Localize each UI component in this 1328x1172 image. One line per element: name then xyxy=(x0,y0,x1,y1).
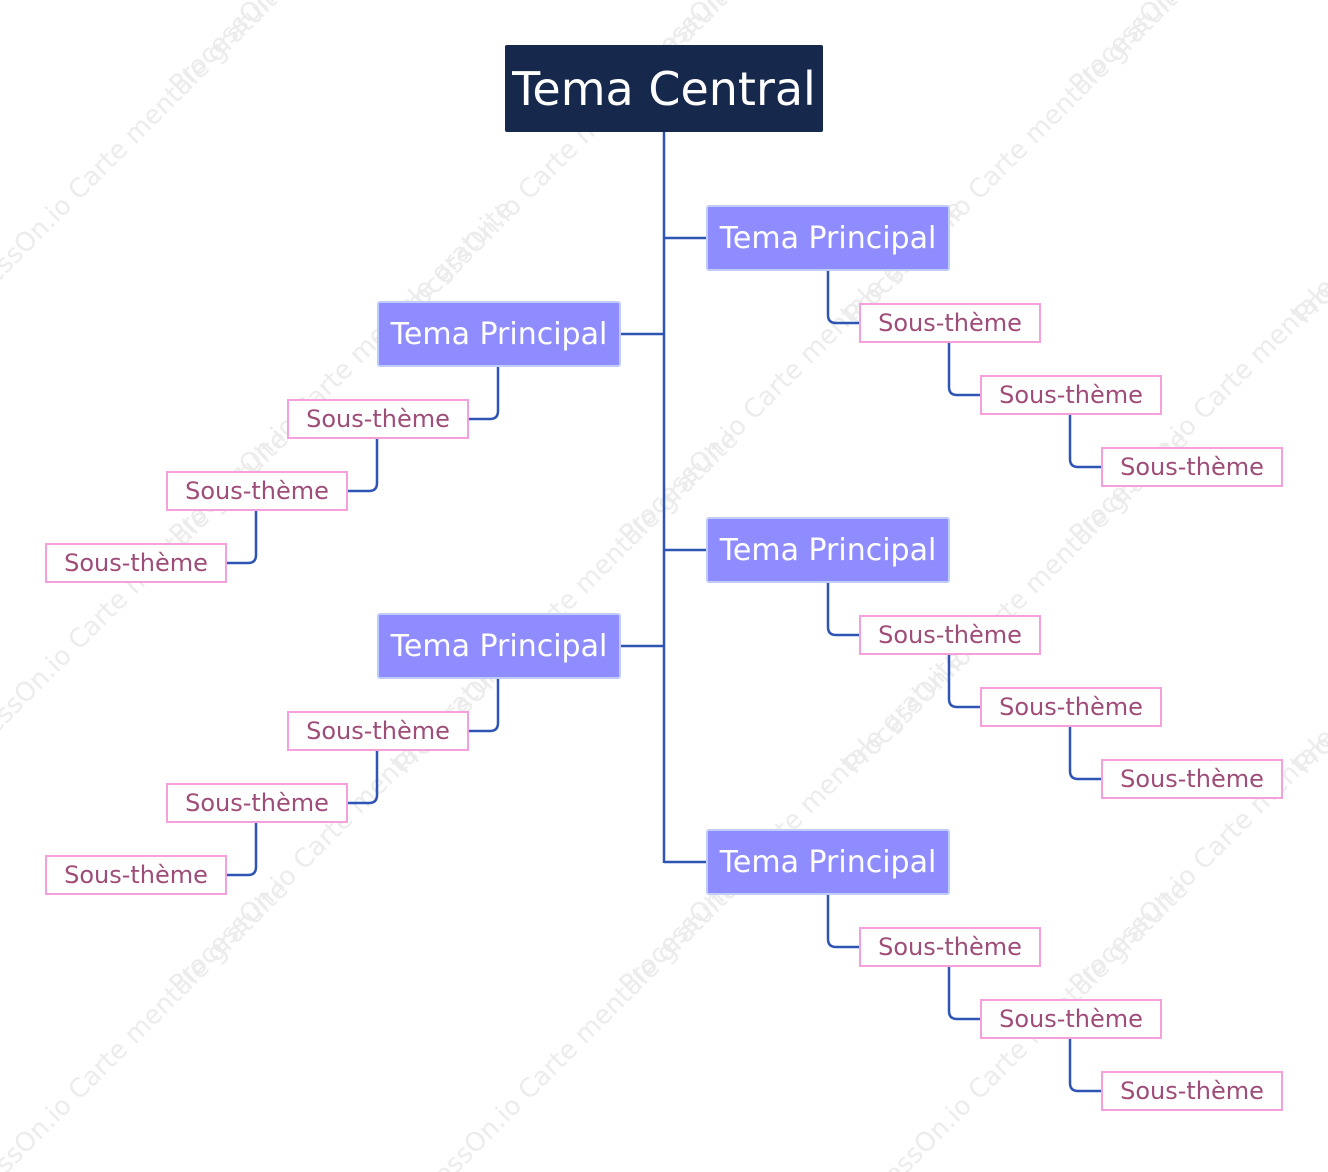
central-topic-label: Tema Central xyxy=(512,61,816,116)
subtopic-label: Sous-thème xyxy=(64,861,208,889)
main-topic-label: Tema Principal xyxy=(719,844,937,880)
subtopic-label: Sous-thème xyxy=(1120,453,1264,481)
connector-line xyxy=(1068,415,1101,469)
connector-line xyxy=(1068,1039,1101,1093)
subtopic-5-2[interactable]: Sous-thème xyxy=(980,999,1162,1039)
connector-line xyxy=(826,895,859,949)
main-topic-label: Tema Principal xyxy=(719,220,937,256)
main-topic-label: Tema Principal xyxy=(390,628,608,664)
subtopic-label: Sous-thème xyxy=(1120,765,1264,793)
subtopic-5-1[interactable]: Sous-thème xyxy=(859,927,1041,967)
connector-line xyxy=(469,367,500,421)
subtopic-3-3[interactable]: Sous-thème xyxy=(1101,759,1283,799)
subtopic-label: Sous-thème xyxy=(878,621,1022,649)
subtopic-label: Sous-thème xyxy=(64,549,208,577)
subtopic-1-3[interactable]: Sous-thème xyxy=(1101,447,1283,487)
connector-line xyxy=(826,271,859,325)
subtopic-label: Sous-thème xyxy=(185,477,329,505)
main-topic-label: Tema Principal xyxy=(719,532,937,568)
subtopic-label: Sous-thème xyxy=(999,381,1143,409)
subtopic-1-2[interactable]: Sous-thème xyxy=(980,375,1162,415)
main-topic-label: Tema Principal xyxy=(390,316,608,352)
subtopic-label: Sous-thème xyxy=(878,933,1022,961)
connector-line xyxy=(947,655,980,709)
subtopic-label: Sous-thème xyxy=(999,693,1143,721)
central-topic[interactable]: Tema Central xyxy=(505,45,823,132)
main-topic-2[interactable]: Tema Principal xyxy=(377,301,621,367)
connector-line xyxy=(227,511,258,565)
subtopic-label: Sous-thème xyxy=(999,1005,1143,1033)
main-topic-4[interactable]: Tema Principal xyxy=(377,613,621,679)
connector-line xyxy=(469,679,500,733)
subtopic-3-2[interactable]: Sous-thème xyxy=(980,687,1162,727)
main-topic-5[interactable]: Tema Principal xyxy=(706,829,950,895)
subtopic-label: Sous-thème xyxy=(1120,1077,1264,1105)
subtopic-4-3[interactable]: Sous-thème xyxy=(45,855,227,895)
main-topic-3[interactable]: Tema Principal xyxy=(706,517,950,583)
connector-line xyxy=(1068,727,1101,781)
main-topic-1[interactable]: Tema Principal xyxy=(706,205,950,271)
connector-line xyxy=(348,751,379,805)
subtopic-2-2[interactable]: Sous-thème xyxy=(166,471,348,511)
connector-line xyxy=(227,823,258,877)
subtopic-2-1[interactable]: Sous-thème xyxy=(287,399,469,439)
connector-line xyxy=(348,439,379,493)
subtopic-label: Sous-thème xyxy=(878,309,1022,337)
subtopic-label: Sous-thème xyxy=(185,789,329,817)
subtopic-2-3[interactable]: Sous-thème xyxy=(45,543,227,583)
subtopic-label: Sous-thème xyxy=(306,717,450,745)
subtopic-label: Sous-thème xyxy=(306,405,450,433)
subtopic-4-1[interactable]: Sous-thème xyxy=(287,711,469,751)
connector-line xyxy=(826,583,859,637)
subtopic-5-3[interactable]: Sous-thème xyxy=(1101,1071,1283,1111)
subtopic-1-1[interactable]: Sous-thème xyxy=(859,303,1041,343)
subtopic-3-1[interactable]: Sous-thème xyxy=(859,615,1041,655)
connector-line xyxy=(947,967,980,1021)
subtopic-4-2[interactable]: Sous-thème xyxy=(166,783,348,823)
connector-line xyxy=(947,343,980,397)
